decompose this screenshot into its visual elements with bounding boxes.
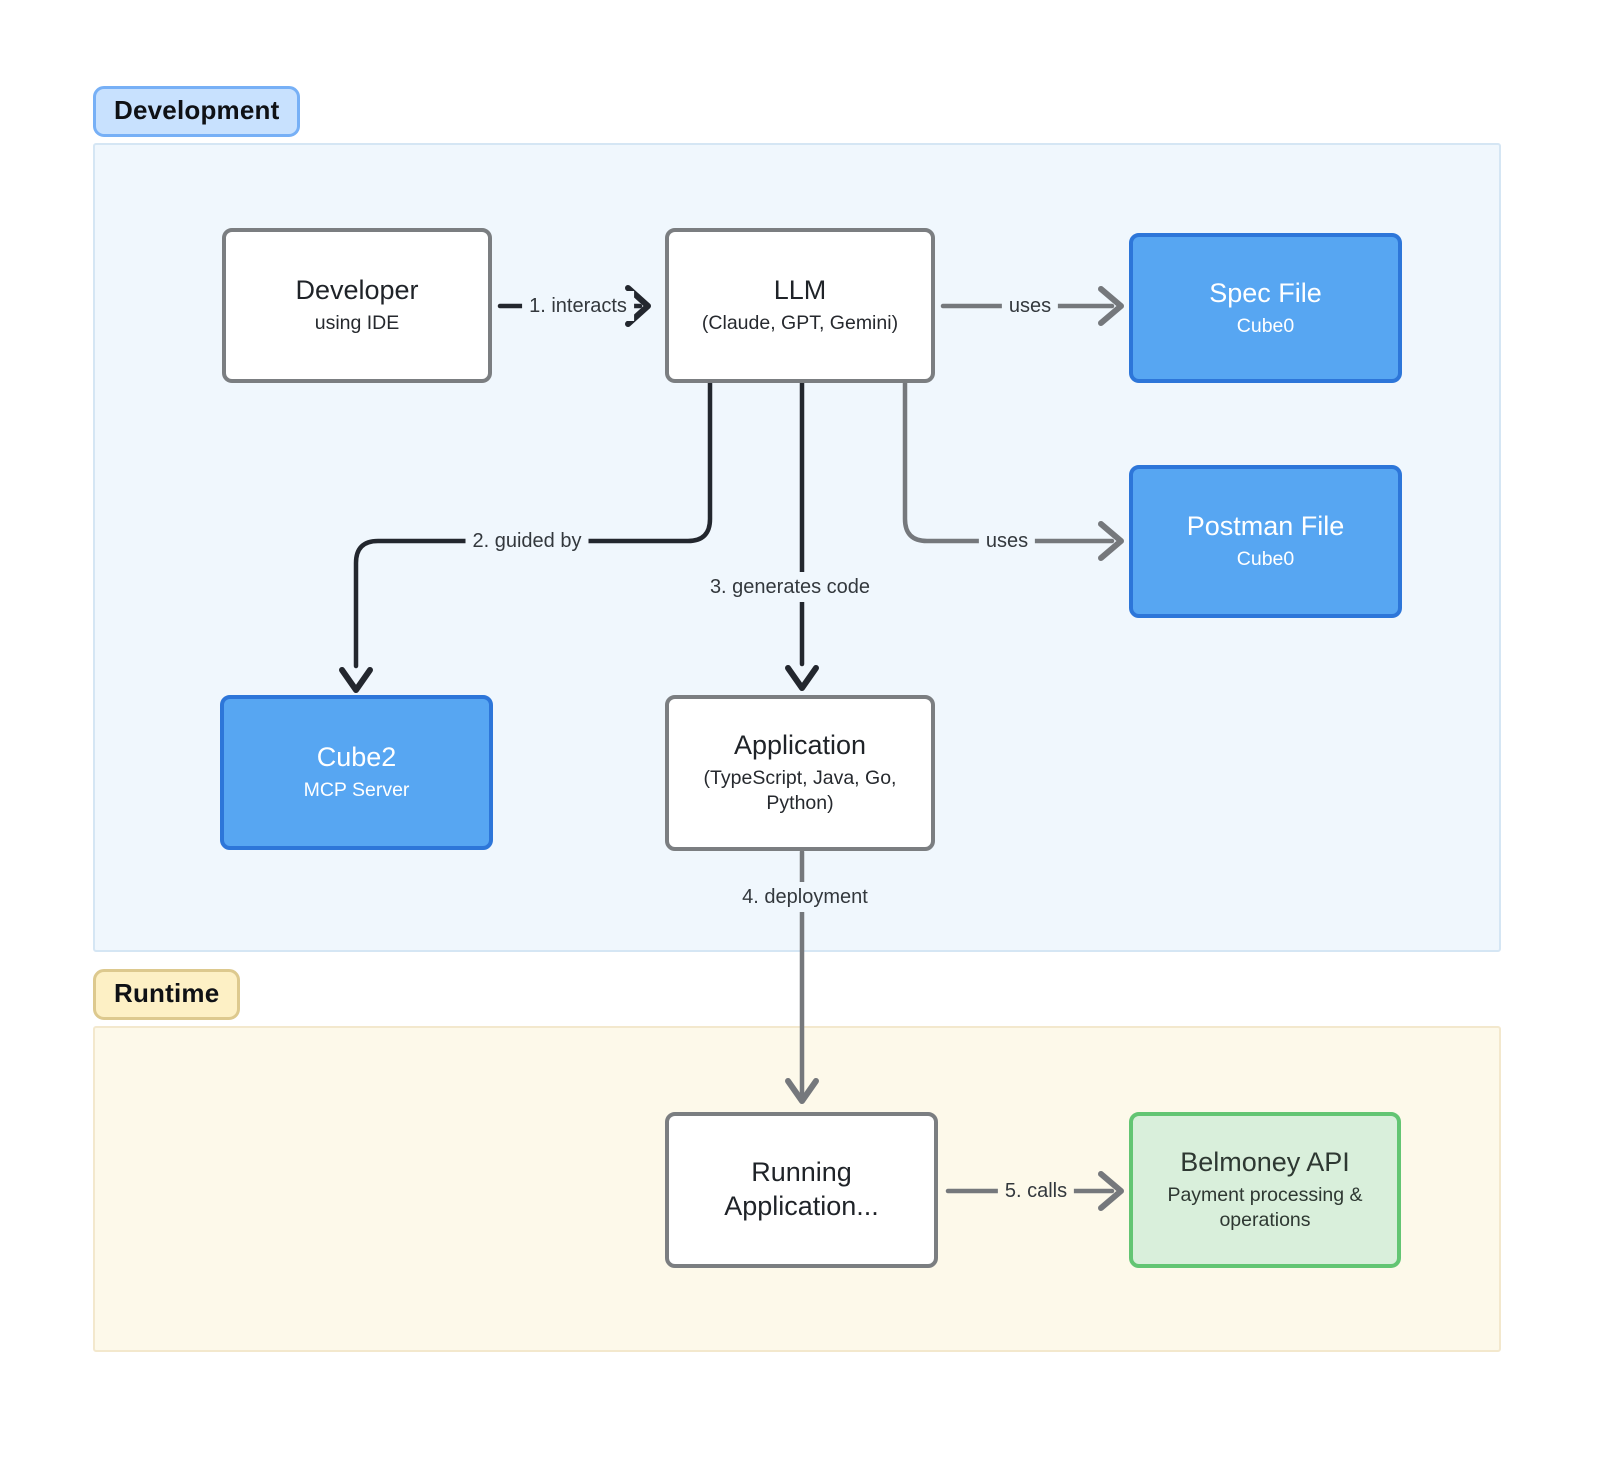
node-spec-file-subtitle: Cube0 <box>1236 314 1295 337</box>
runtime-badge: Runtime <box>93 969 241 1020</box>
node-running-application-title: Running Application... <box>724 1157 879 1221</box>
node-developer-title: Developer <box>295 275 419 306</box>
node-postman-file: Postman File Cube0 <box>1129 465 1402 618</box>
node-developer-subtitle: using IDE <box>314 312 400 335</box>
node-spec-file: Spec File Cube0 <box>1129 233 1402 383</box>
node-llm: LLM (Claude, GPT, Gemini) <box>665 228 935 383</box>
node-application-subtitle: (TypeScript, Java, Go, Python) <box>703 767 897 815</box>
node-postman-file-title: Postman File <box>1186 511 1345 542</box>
edge-label-generates-code: 3. generates code <box>702 572 878 602</box>
node-postman-file-subtitle: Cube0 <box>1236 548 1295 571</box>
development-badge: Development <box>93 86 301 137</box>
edge-label-deployment: 4. deployment <box>735 882 875 912</box>
node-application: Application (TypeScript, Java, Go, Pytho… <box>665 695 935 851</box>
node-belmoney-api-title: Belmoney API <box>1180 1147 1350 1178</box>
node-cube2-subtitle: MCP Server <box>303 779 410 802</box>
edge-label-uses-postman: uses <box>978 526 1036 556</box>
node-belmoney-api-subtitle: Payment processing & operations <box>1167 1184 1363 1232</box>
node-cube2: Cube2 MCP Server <box>220 695 493 850</box>
node-spec-file-title: Spec File <box>1209 277 1322 308</box>
node-application-title: Application <box>733 730 867 761</box>
edge-label-guided-by: 2. guided by <box>465 526 589 556</box>
node-running-application: Running Application... <box>665 1112 938 1268</box>
edge-label-uses-spec: uses <box>1001 291 1059 321</box>
node-llm-subtitle: (Claude, GPT, Gemini) <box>701 312 899 335</box>
node-belmoney-api: Belmoney API Payment processing & operat… <box>1129 1112 1401 1268</box>
edge-label-interacts: 1. interacts <box>522 291 634 321</box>
edge-label-calls: 5. calls <box>997 1176 1075 1206</box>
node-developer: Developer using IDE <box>222 228 492 383</box>
node-cube2-title: Cube2 <box>316 742 397 773</box>
node-llm-title: LLM <box>773 275 827 306</box>
